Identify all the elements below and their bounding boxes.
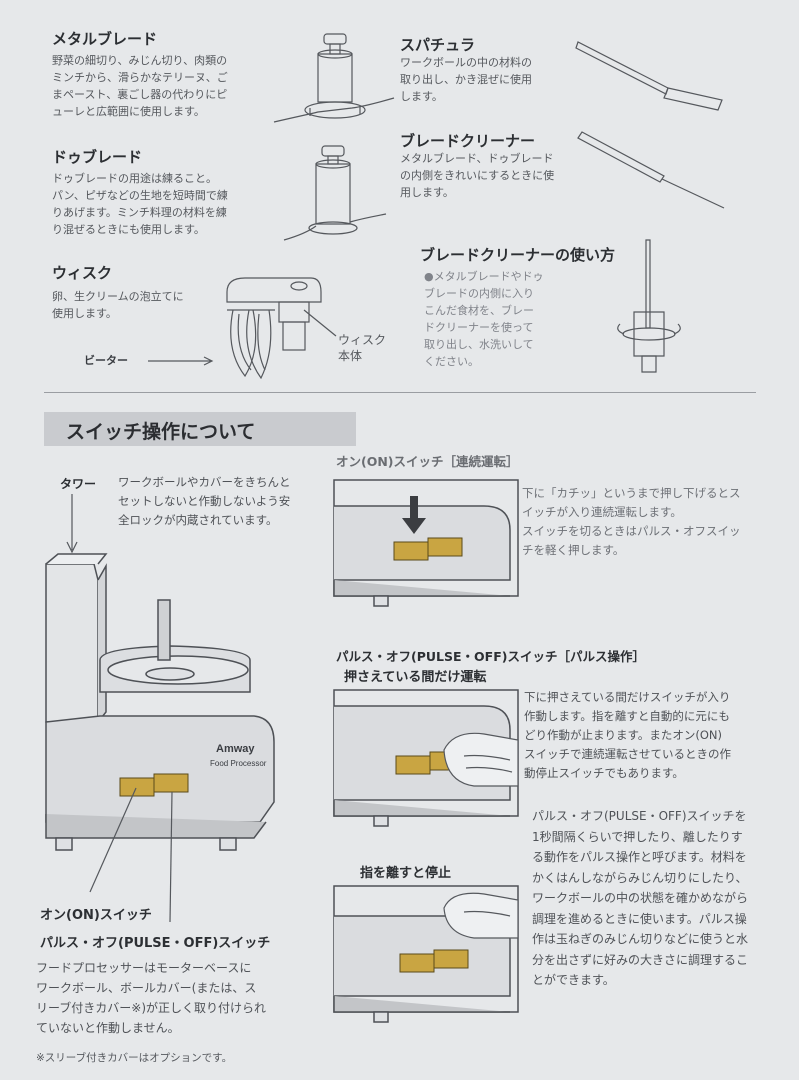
finger-release-icon (443, 892, 519, 939)
whisk-title: ウィスク (52, 264, 113, 282)
finger-press-icon (443, 732, 519, 787)
blade-cleaner-title: ブレードクリーナー (400, 132, 536, 150)
pulse-switch-label: パルス・オフ(PULSE・OFF)スイッチ (40, 936, 271, 951)
switch-section-heading: スイッチ操作について (66, 421, 256, 443)
tower-pointer-icon (66, 494, 78, 554)
tower-description: ワークボールやカバーをきちんと セットしないと作動しないよう安 全ロックが内蔵さ… (118, 475, 291, 527)
tower-label: タワー (60, 477, 97, 491)
spatula-title: スパチュラ (400, 36, 476, 54)
beater-arrow-icon (148, 356, 214, 366)
dough-blade-title: ドゥブレード (52, 148, 143, 166)
spatula-icon (575, 41, 723, 111)
beater-label: ビーター (84, 354, 128, 367)
arrow-down-icon (402, 496, 426, 534)
whisk-body-pointer-icon (303, 309, 337, 337)
on-switch-heading: オン(ON)スイッチ［連続運転］ (336, 454, 519, 469)
cleaner-usage-icon (617, 239, 681, 373)
brand-logo: Amway (216, 743, 255, 755)
base-lock-description: フードプロセッサーはモーターベースに ワークボール、ボールカバー(または、ス リ… (36, 961, 267, 1035)
spatula-description: ワークボールの中の材料の 取り出し、かき混ぜに使用 します。 (400, 56, 532, 103)
pulse-switch-description: 下に押さえている間だけスイッチが入り 作動します。指を離すと自動的に元にも どり… (524, 690, 731, 780)
pulse-operation-description: パルス・オフ(PULSE・OFF)スイッチを 1秒間隔くらいで押したり、離したり… (532, 809, 749, 987)
cleaner-usage-title: ブレードクリーナーの使い方 (420, 246, 616, 264)
footnote: ※スリーブ付きカバーはオプションです。 (36, 1052, 233, 1064)
stop-switch-panel-icon (333, 885, 519, 1023)
metal-blade-description: 野菜の細切り、みじん切り、肉類の ミンチから、滑らかなテリーヌ、ご まペースト、… (52, 54, 228, 118)
food-processor-icon: Amway Food Processor (45, 553, 275, 923)
stop-heading: 指を離すと停止 (360, 866, 452, 881)
blade-cleaner-description: メタルブレード、ドゥブレード の内側をきれいにするときに使 用します。 (400, 152, 555, 199)
on-switch-label: オン(ON)スイッチ (40, 908, 152, 923)
on-switch-description: 下に「カチッ」というまで押し下げるとス イッチが入り連続運転します。 スイッチを… (522, 486, 741, 557)
section-divider (44, 392, 756, 393)
model-label: Food Processor (210, 759, 267, 768)
pulse-switch-panel-icon (333, 689, 519, 827)
whisk-body-label: ウィスク 本体 (338, 333, 387, 363)
pulse-switch-heading: パルス・オフ(PULSE・OFF)スイッチ［パルス操作］ (336, 649, 645, 664)
dough-blade-description: ドゥブレードの用途は練ること。 パン、ピザなどの生地を短時間で練 りあげます。ミ… (52, 172, 228, 236)
pulse-hold-heading: 押さえている間だけ運転 (344, 670, 487, 685)
cleaner-usage-description: ●メタルブレードやドゥ ブレードの内側に入り こんだ食材を、ブレー ドクリーナー… (424, 270, 544, 368)
whisk-description: 卵、生クリームの泡立てに 使用します。 (52, 290, 184, 320)
metal-blade-icon (273, 33, 395, 123)
on-switch-panel-icon (333, 479, 519, 607)
switch-section-heading-banner: スイッチ操作について (44, 412, 356, 446)
blade-cleaner-icon (577, 131, 725, 209)
whisk-icon (226, 277, 322, 380)
metal-blade-title: メタルブレード (52, 30, 158, 48)
dough-blade-icon (283, 145, 387, 241)
